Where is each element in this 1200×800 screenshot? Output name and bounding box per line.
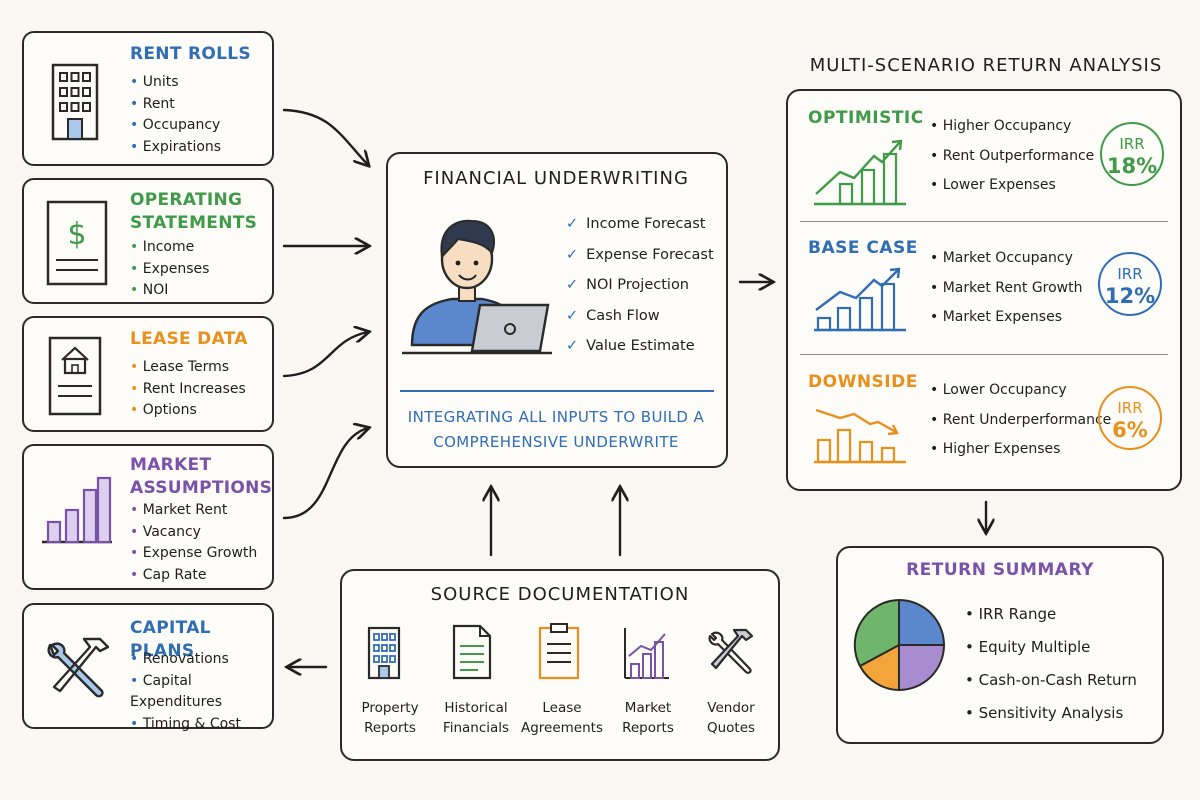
scenario-downside-points: Lower Occupancy Rent Underperformance Hi… [930, 376, 1112, 465]
rent-rolls-list: Units Rent Occupancy Expirations [130, 72, 221, 158]
return-summary-title: RETURN SUMMARY [906, 560, 1094, 580]
clipboard-icon [538, 623, 580, 680]
source-documentation-card [340, 569, 780, 761]
pie-chart-icon [853, 598, 946, 692]
underwriting-caption: INTEGRATING ALL INPUTS TO BUILD A COMPRE… [407, 408, 705, 451]
checkmark-icon: ✓ [566, 338, 579, 354]
underwriting-checklist: ✓Income Forecast ✓Expense Forecast ✓NOI … [566, 209, 714, 362]
list-item: Market Rent Growth [930, 274, 1083, 304]
lease-data-list: Lease Terms Rent Increases Options [130, 357, 246, 422]
list-item: NOI [130, 280, 209, 302]
scenario-divider [800, 221, 1168, 222]
operating-statements-list: Income Expenses NOI [130, 237, 210, 302]
building-icon [367, 626, 401, 680]
house-document-icon [48, 336, 102, 416]
list-item: Rent Increases [130, 379, 246, 401]
source-documentation-title: SOURCE DOCUMENTATION [430, 584, 690, 605]
check-item: ✓Income Forecast [566, 216, 706, 232]
list-item: Market Expenses [930, 303, 1083, 333]
list-item: Vacancy [130, 522, 257, 544]
growth-chart-icon [814, 267, 906, 332]
lease-data-title: LEASE DATA [130, 329, 248, 349]
list-item: Rent [130, 94, 221, 116]
list-item: Cash-on-Cash Return [965, 664, 1137, 697]
list-item: Options [130, 400, 246, 422]
list-item: Lower Expenses [930, 171, 1094, 201]
scenario-divider [800, 354, 1168, 355]
bar-chart-icon [42, 476, 112, 544]
scenario-base-name: BASE CASE [808, 238, 918, 258]
list-item: Market Occupancy [930, 244, 1083, 274]
scenario-analysis-heading: MULTI-SCENARIO RETURN ANALYSIS [809, 55, 1163, 76]
tools-icon [47, 637, 110, 698]
list-item: Units [130, 72, 221, 94]
list-item: Expirations [130, 137, 221, 159]
scenario-downside-name: DOWNSIDE [808, 372, 918, 392]
list-item: Rent Underperformance [930, 406, 1112, 436]
list-item: Equity Multiple [965, 631, 1137, 664]
bar-chart-icon [624, 628, 669, 679]
list-item: Timing & Cost [130, 714, 272, 736]
analyst-with-laptop-icon [402, 219, 552, 355]
scenario-optimistic-name: OPTIMISTIC [808, 108, 924, 128]
svg-text:$: $ [67, 217, 86, 252]
arrow-lease [282, 332, 368, 378]
irr-badge-base: IRR 12% [1098, 252, 1162, 316]
check-item: ✓NOI Projection [566, 277, 690, 293]
underwriting-divider [400, 390, 714, 392]
checkmark-icon: ✓ [566, 277, 579, 293]
check-item: ✓Expense Forecast [566, 246, 714, 263]
decline-chart-icon [814, 408, 906, 464]
lease-data-card: LEASE DATA Lease Terms Rent Increases Op… [22, 316, 274, 432]
list-item: Renovations [130, 649, 272, 671]
scenario-optimistic-points: Higher Occupancy Rent Outperformance Low… [930, 112, 1095, 201]
list-item: Occupancy [130, 115, 221, 137]
operating-statements-card: $ OPERATING STATEMENTS Income Expenses N… [22, 178, 274, 304]
dollar-document-icon: $ [46, 200, 108, 286]
hammer-icon [708, 628, 754, 674]
market-assumptions-card: MARKET ASSUMPTIONS Market Rent Vacancy E… [22, 444, 274, 590]
underwriting-title: FINANCIAL UNDERWRITING [423, 168, 689, 189]
list-item: Sensitivity Analysis [965, 697, 1137, 730]
return-summary-list: IRR Range Equity Multiple Cash-on-Cash R… [965, 598, 1137, 730]
checkmark-icon: ✓ [566, 216, 579, 232]
list-item: Lower Occupancy [930, 376, 1111, 406]
checkmark-icon: ✓ [566, 307, 579, 324]
capital-plans-card: CAPITAL PLANS Renovations Capital Expend… [22, 603, 274, 732]
rent-rolls-card: RENT ROLLS Units Rent Occupancy Expirati… [22, 31, 274, 166]
list-item: Income [130, 237, 209, 259]
document-icon [452, 624, 492, 680]
list-item: Capital Expenditures [130, 671, 272, 714]
irr-badge-optimistic: IRR 18% [1100, 122, 1164, 186]
operating-statements-title: OPERATING STATEMENTS [130, 190, 258, 233]
list-item: Higher Occupancy [930, 112, 1094, 142]
list-item: Expense Growth [130, 543, 258, 565]
list-item: Rent Outperformance [930, 142, 1095, 172]
building-icon [51, 63, 99, 141]
growth-chart-icon [814, 139, 906, 206]
list-item: Cap Rate [130, 565, 257, 587]
list-item: IRR Range [965, 598, 1137, 631]
list-item: Expenses [130, 259, 210, 281]
scenario-base-points: Market Occupancy Market Rent Growth Mark… [930, 244, 1083, 333]
irr-badge-downside: IRR 6% [1098, 386, 1162, 450]
list-item: Market Rent [130, 500, 257, 522]
checkmark-icon: ✓ [566, 246, 579, 263]
list-item: Lease Terms [130, 357, 246, 379]
rent-rolls-title: RENT ROLLS [130, 44, 251, 64]
capital-plans-list: Renovations Capital Expenditures Timing … [130, 649, 272, 735]
arrow-market [282, 428, 368, 520]
check-item: ✓Value Estimate [566, 338, 695, 354]
market-assumptions-title: MARKET ASSUMPTIONS [130, 455, 273, 498]
list-item: Higher Expenses [930, 435, 1111, 465]
check-item: ✓Cash Flow [566, 307, 660, 324]
market-assumptions-list: Market Rent Vacancy Expense Growth Cap R… [130, 500, 258, 587]
arrow-rent-rolls [282, 108, 368, 165]
